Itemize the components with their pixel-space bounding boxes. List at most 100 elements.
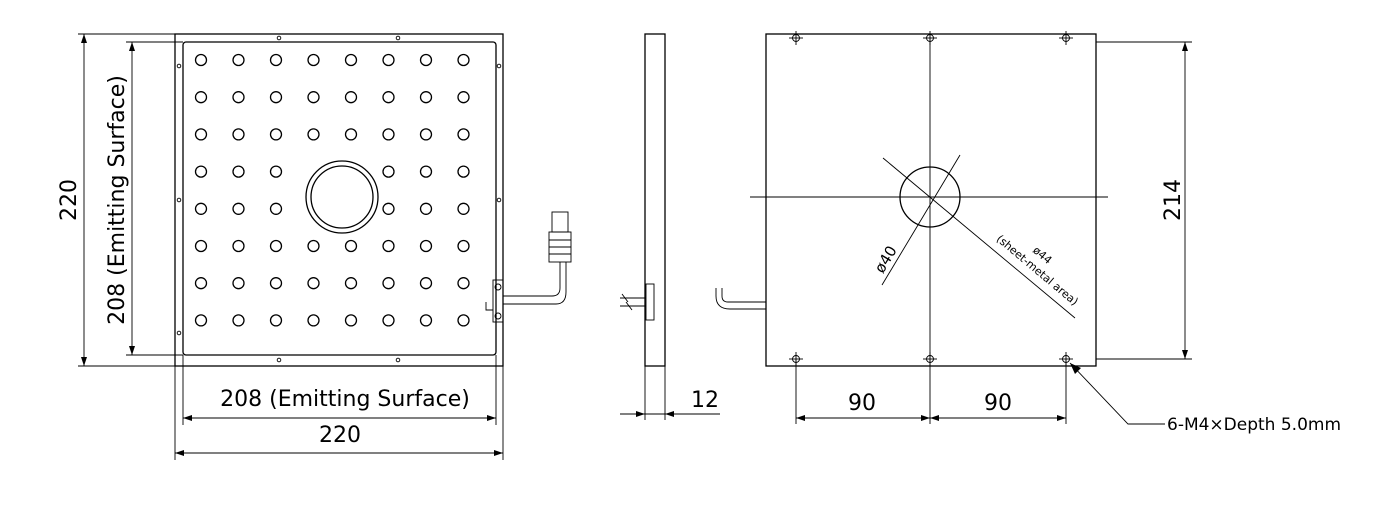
led-hole [307, 314, 320, 327]
led-hole [457, 314, 470, 327]
arrowhead [796, 415, 805, 421]
frame-screw [176, 197, 182, 203]
dia44-leader [882, 157, 1076, 319]
led-hole [382, 202, 395, 215]
led-hole [457, 165, 470, 178]
led-hole [269, 239, 283, 253]
led-hole [194, 277, 208, 290]
rear-cable [715, 288, 766, 310]
center-hole-inner [310, 165, 374, 229]
dim-thickness: 12 [691, 388, 719, 413]
connector-stub [485, 302, 493, 311]
led-hole [307, 239, 320, 253]
dim-height-outer: 220 [57, 179, 82, 221]
arrowhead [129, 346, 135, 355]
rear-view: ø40 ø44 (sheet-metal area) 214 90 90 6- [715, 31, 1341, 435]
arrowhead [1182, 42, 1188, 51]
led-hole [307, 53, 320, 67]
dim-rear-height: 214 [1161, 179, 1186, 221]
led-grid [194, 53, 470, 327]
led-hole [419, 314, 433, 327]
front-outer-frame [174, 33, 504, 367]
led-hole [194, 91, 208, 104]
arrowhead [665, 411, 674, 417]
led-hole [344, 239, 358, 253]
rear-center-hole [899, 166, 961, 228]
led-hole [344, 91, 358, 104]
arrowhead [175, 450, 184, 456]
arrowhead [1057, 415, 1066, 421]
led-hole [194, 53, 208, 67]
front-view: 220 208 (Emitting Surface) 208 (Emitting… [57, 33, 572, 460]
led-hole [419, 53, 433, 67]
thread-leader-arrow [1070, 363, 1081, 374]
arrowhead [930, 415, 939, 421]
led-hole [382, 128, 395, 141]
thread-note: 6-M4×Depth 5.0mm [1167, 415, 1341, 435]
center-hole-outer [305, 160, 379, 234]
led-hole [269, 91, 283, 104]
led-hole [232, 128, 245, 141]
led-hole [194, 202, 208, 215]
dim-dia-inner: ø40 [871, 243, 901, 276]
cable-line [503, 262, 567, 305]
arrowhead [921, 415, 930, 421]
led-hole [194, 128, 208, 141]
led-hole [457, 128, 470, 141]
arrowhead [636, 411, 645, 417]
led-hole [419, 165, 433, 178]
led-hole [232, 277, 245, 290]
led-hole [457, 239, 470, 253]
rear-cable [721, 288, 766, 303]
rear-plate [765, 33, 1097, 367]
side-view: 12 [620, 33, 720, 420]
led-hole [457, 202, 470, 215]
led-hole [307, 128, 320, 141]
led-hole [232, 91, 245, 104]
arrowhead [494, 450, 503, 456]
connector-screw [494, 312, 502, 320]
led-hole [232, 53, 245, 67]
dim-width-emitting: 208 (Emitting Surface) [220, 387, 470, 412]
frame-screw [276, 35, 282, 41]
led-hole [269, 314, 283, 327]
led-hole [419, 239, 433, 253]
frame-screw [395, 357, 401, 363]
arrowhead [81, 34, 87, 43]
thread-leader [1069, 362, 1165, 425]
led-hole [457, 91, 470, 104]
led-hole [344, 314, 358, 327]
led-hole [232, 165, 245, 178]
led-hole [382, 239, 395, 253]
dimension-arrows [81, 34, 1188, 456]
led-hole [344, 53, 358, 67]
led-hole [344, 277, 358, 290]
led-hole [232, 239, 245, 253]
side-profile [644, 33, 666, 367]
led-hole [232, 202, 245, 215]
emitting-surface [182, 41, 497, 356]
dim-width-outer: 220 [319, 423, 361, 448]
dim-spacing-right: 90 [984, 391, 1012, 416]
led-hole [419, 277, 433, 290]
m4-hole [923, 31, 937, 45]
arrowhead [183, 415, 192, 421]
frame-screw [496, 63, 502, 69]
arrowhead [129, 42, 135, 51]
dim-height-emitting: 208 (Emitting Surface) [105, 75, 130, 325]
led-hole [307, 277, 320, 290]
frame-screw [176, 63, 182, 69]
dia40-leader [881, 154, 961, 286]
led-hole [269, 128, 283, 141]
led-hole [382, 165, 395, 178]
led-hole [269, 277, 283, 290]
frame-screw [176, 330, 182, 336]
side-cable [620, 297, 646, 307]
led-hole [457, 277, 470, 290]
arrowhead [487, 415, 496, 421]
frame-screw [496, 197, 502, 203]
cable-line [503, 262, 561, 297]
led-hole [382, 314, 395, 327]
frame-screw [276, 357, 282, 363]
